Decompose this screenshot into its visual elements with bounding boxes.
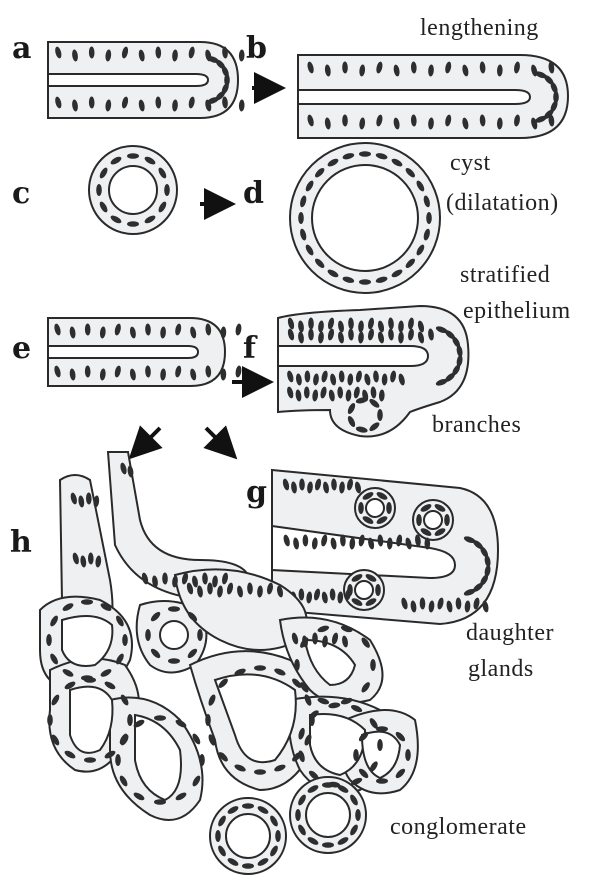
cell-nucleus	[84, 757, 96, 763]
cell-nucleus	[239, 49, 245, 61]
cell-nucleus	[370, 659, 376, 671]
cell-nucleus	[235, 365, 242, 378]
cell-nucleus	[353, 749, 359, 761]
caption-dilatation: (dilatation)	[446, 190, 559, 216]
cell-nucleus	[375, 584, 381, 596]
cell-nucleus	[96, 184, 102, 196]
cell-nucleus	[275, 830, 281, 842]
cell-nucleus	[168, 658, 180, 664]
panel-d-cyst	[290, 143, 440, 293]
panel-label-c: c	[12, 176, 30, 211]
cell-nucleus	[235, 323, 242, 336]
caption-conglomerate: conglomerate	[390, 814, 527, 840]
panel-label-d: d	[243, 176, 264, 211]
cell-nucleus	[322, 782, 334, 788]
cell-nucleus	[115, 754, 121, 766]
cell-nucleus	[205, 714, 211, 726]
panel-label-f: f	[243, 331, 258, 366]
cell-nucleus	[425, 538, 431, 550]
panel-label-e: e	[12, 331, 31, 366]
cell-nucleus	[416, 514, 422, 526]
caption-lengthening: lengthening	[420, 15, 539, 41]
cell-nucleus	[377, 409, 383, 421]
cell-nucleus	[294, 659, 300, 671]
panel-g-daughter-glands	[272, 470, 498, 624]
cell-nucleus	[127, 714, 133, 726]
cell-nucleus	[47, 714, 53, 726]
cell-nucleus	[239, 99, 245, 111]
panel-label-g: g	[246, 475, 267, 510]
caption-epithelium: epithelium	[463, 298, 571, 324]
cell-nucleus	[298, 212, 304, 224]
cell-nucleus	[199, 754, 205, 766]
arrow-e-to-g	[206, 428, 226, 448]
cell-nucleus	[127, 221, 139, 227]
cell-nucleus	[164, 184, 170, 196]
cell-nucleus	[347, 584, 353, 596]
cell-nucleus	[197, 629, 203, 641]
panel-label-a: a	[12, 31, 31, 66]
panel-e-tube	[48, 318, 242, 386]
cell-nucleus	[46, 634, 52, 646]
caption-branches: branches	[432, 412, 521, 438]
caption-cyst: cyst	[450, 150, 491, 176]
cell-nucleus	[322, 842, 334, 848]
cell-nucleus	[84, 677, 96, 683]
cell-nucleus	[81, 599, 93, 605]
cell-nucleus	[386, 502, 392, 514]
cell-nucleus	[358, 502, 364, 514]
cell-nucleus	[242, 803, 254, 809]
arrow-e-to-h	[140, 428, 160, 448]
cell-nucleus	[122, 634, 128, 646]
panel-b-tube	[298, 55, 568, 138]
cell-nucleus	[145, 629, 151, 641]
cell-nucleus	[376, 726, 388, 732]
cell-nucleus	[426, 212, 432, 224]
cell-nucleus	[377, 739, 383, 751]
cell-nucleus	[168, 606, 180, 612]
cell-nucleus	[295, 809, 301, 821]
cell-nucleus	[254, 665, 266, 671]
panel-label-h: h	[10, 525, 32, 560]
cell-nucleus	[405, 749, 411, 761]
cell-nucleus	[154, 715, 166, 721]
cell-nucleus	[444, 514, 450, 526]
panel-a-tube	[48, 42, 245, 118]
cell-nucleus	[127, 153, 139, 159]
cell-nucleus	[355, 809, 361, 821]
panel-c-acinus	[89, 146, 177, 234]
panel-label-b: b	[246, 31, 267, 66]
cell-nucleus	[359, 151, 371, 157]
cell-nucleus	[359, 279, 371, 285]
cell-nucleus	[254, 769, 266, 775]
cell-nucleus	[376, 778, 388, 784]
caption-glands: glands	[468, 656, 534, 682]
cell-nucleus	[154, 799, 166, 805]
cell-nucleus	[215, 830, 221, 842]
cell-nucleus	[242, 863, 254, 869]
caption-stratified: stratified	[460, 262, 550, 288]
caption-daughter: daughter	[466, 620, 554, 646]
